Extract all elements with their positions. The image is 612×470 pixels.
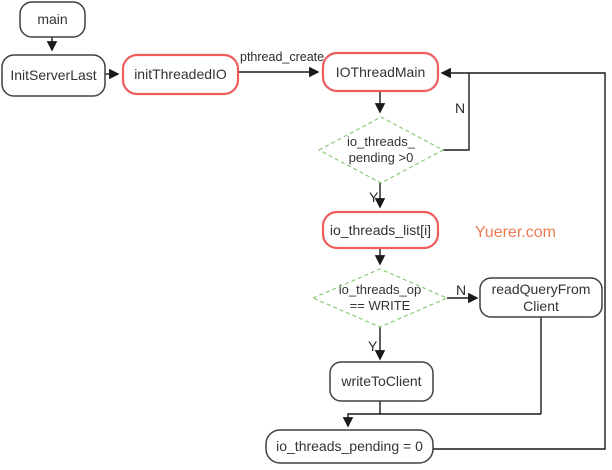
pthread-create-label: pthread_create (240, 50, 325, 64)
node-read-query-from-client (479, 277, 603, 318)
pending-check-line2: pending >0 (348, 150, 414, 165)
node-init-server-last (1, 54, 106, 97)
op-yes-label: Y (368, 338, 378, 354)
decision-io-threads-op (311, 268, 449, 328)
pending-reset-label: io_threads_pending = 0 (276, 438, 423, 454)
node-pending-reset (265, 429, 434, 464)
node-io-thread-main (321, 51, 440, 93)
read-query-from-client-label: readQueryFrom Client (480, 278, 602, 317)
edge-pending-check-no-loop (443, 73, 470, 151)
init-server-last-label: InitServerLast (10, 67, 97, 83)
io-thread-main-label: IOThreadMain (335, 63, 426, 80)
pending-check-line1: io_threads_ (347, 134, 415, 149)
main-label: main (37, 11, 68, 27)
pending-yes-label: Y (369, 189, 379, 205)
node-main (19, 1, 86, 38)
node-init-threaded-io (121, 53, 240, 96)
op-check-line1: io_threads_op (338, 282, 422, 297)
op-check-line2: == WRITE (349, 298, 411, 313)
write-to-client-label: writeToClient (341, 373, 422, 389)
pending-no-label: N (455, 100, 466, 116)
node-write-to-client (329, 361, 434, 402)
edge-pending-reset-loop-to-iothreadmain (433, 67, 606, 450)
node-io-threads-list (321, 210, 440, 250)
watermark-text: Yuerer.com (475, 224, 556, 241)
op-check-label: io_threads_op == WRITE (313, 276, 447, 320)
op-no-label: N (456, 282, 467, 298)
edge-join-to-pending-reset (342, 413, 541, 428)
io-threads-list-label: io_threads_list[i] (329, 221, 432, 238)
read-query-line2: Client (523, 297, 559, 314)
init-threaded-io-label: initThreadedIO (134, 66, 227, 82)
decision-io-threads-pending (317, 116, 445, 184)
read-query-line1: readQueryFrom (491, 280, 591, 297)
pending-check-label: io_threads_ pending >0 (321, 128, 441, 172)
